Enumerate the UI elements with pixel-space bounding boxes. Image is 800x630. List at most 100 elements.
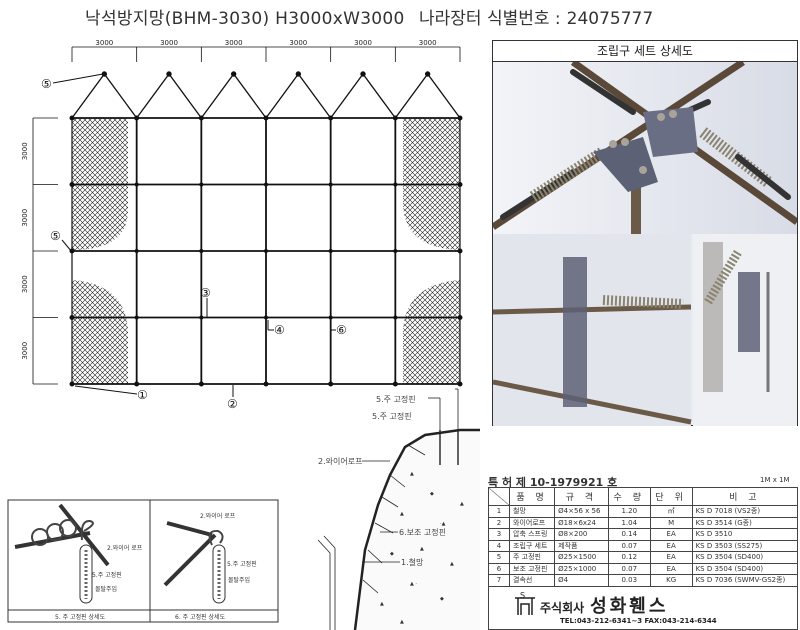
svg-text:◆: ◆ (390, 551, 394, 557)
company-logo-icon: S (515, 591, 535, 615)
pin-details: 2.와이어 로프 5.주 고정핀 몰탈주입 5. 주 고정핀 상세도 2.와이어… (7, 499, 279, 623)
item-qty: 1.20 (607, 505, 651, 518)
svg-text:▲: ▲ (460, 501, 464, 507)
node-clamp (134, 315, 139, 320)
anchor-pin (230, 71, 237, 77)
label-mesh: 1.철망 (401, 557, 424, 567)
item-unit: ㎡ (649, 505, 693, 518)
node-clamp (69, 315, 75, 320)
node-clamp (328, 182, 333, 187)
d5-wire-rope: 2.와이어 로프 (107, 544, 143, 552)
item-spec: Ø8×200 (554, 528, 609, 541)
item-note: KS D 3510 (691, 528, 799, 541)
item-name: 결속선 (508, 574, 556, 587)
svg-text:◆: ◆ (440, 596, 444, 602)
drawing-title: 낙석방지망(BHM-3030) H3000xW3000 (85, 9, 405, 29)
svg-text:▲: ▲ (420, 546, 424, 552)
anchor-pin (166, 71, 172, 77)
header-unit: 단 위 (649, 487, 693, 506)
company-name-main: 성화휀스 (590, 596, 669, 617)
ident-label: 나라장터 식별번호 : (419, 9, 561, 29)
header-qty: 수 량 (607, 487, 651, 506)
label-main-pin-1: 5.주 고정핀 (376, 394, 416, 404)
header-name: 품 명 (508, 487, 556, 506)
row-dimension-label: 3000 (21, 142, 29, 160)
node-clamp (199, 182, 204, 187)
item-unit: EA (649, 562, 693, 575)
svg-text:▲: ▲ (400, 511, 404, 517)
header-note: 비 고 (691, 487, 799, 506)
node-clamp (457, 315, 463, 320)
node-clamp (69, 248, 75, 254)
node-clamp (457, 248, 463, 254)
ident-number: 24075777 (566, 9, 654, 29)
slope-section-drawing: ▲◆▲·▲▲◆▲▲ ·▲◆▲▲ 5.주 고정핀 5.주 고정핀 2.와이어로프 … (317, 388, 480, 630)
item-spec: Ø18×6x24 (554, 516, 609, 529)
item-name: 보조 고정핀 (508, 562, 556, 575)
item-unit: EA (649, 539, 693, 552)
item-spec: Ø4×56 x 56 (554, 505, 609, 518)
node-clamp (393, 315, 398, 320)
anchor-triangle-rope (394, 72, 461, 119)
node-clamp (199, 249, 204, 253)
item-spec: Ø25×1500 (554, 551, 609, 564)
svg-text:◆: ◆ (430, 491, 434, 497)
node-clamp (264, 315, 268, 320)
svg-text:▲: ▲ (400, 619, 404, 625)
d6-grout: 몰탈주입 (228, 576, 250, 584)
item-name: 조립구 세트 (508, 539, 556, 552)
header-corner (488, 487, 510, 506)
item-name: 와이어로프 (508, 516, 556, 529)
node-clamp (393, 182, 398, 187)
row-no: 5 (488, 551, 510, 564)
item-qty: 0.14 (607, 528, 651, 541)
identification-number: 나라장터 식별번호 :24075777 (413, 4, 653, 29)
d6-wire-rope: 2.와이어 로프 (200, 512, 236, 520)
detail-6-illustration (163, 521, 226, 604)
anchor-pin (424, 71, 431, 77)
header-spec: 규 격 (554, 487, 609, 506)
row-no: 4 (488, 539, 510, 552)
item-spec: 제작품 (554, 539, 609, 552)
row-dimension-label: 3000 (21, 209, 29, 227)
node-clamp (69, 115, 75, 121)
svg-text:▲: ▲ (380, 601, 384, 607)
spec-header-row: 품 명 규 격 수 량 단 위 비 고 (488, 487, 799, 506)
node-clamp (199, 315, 204, 320)
node-clamp (198, 115, 204, 121)
node-clamp (328, 249, 333, 253)
row-no: 1 (488, 505, 510, 518)
node-clamp (264, 182, 268, 187)
node-clamp (457, 381, 463, 387)
item-qty: 0.07 (607, 562, 651, 575)
label-main-pin-2: 5.주 고정핀 (372, 411, 412, 421)
label-wire-rope: 2.와이어로프 (318, 456, 362, 466)
d6-caption: 6. 주 고정핀 상세도 (175, 613, 226, 621)
d5-caption: 5. 주 고정핀 상세도 (55, 613, 106, 621)
d5-grout: 몰탈주입 (95, 585, 117, 593)
company-contact: TEL:043-212-6341~3 FAX:043-214-6344 (560, 617, 717, 625)
node-clamp (264, 249, 268, 253)
row-no: 3 (488, 528, 510, 541)
node-clamp (328, 381, 334, 387)
anchor-triangle-rope (330, 72, 396, 119)
item-unit: M (649, 516, 693, 529)
col-dimension-label: 3000 (289, 39, 307, 47)
node-clamp (263, 115, 269, 121)
node-clamp (69, 381, 75, 387)
item-qty: 1.04 (607, 516, 651, 529)
assembly-set-detail-panel: 조립구 세트 상세도 (491, 40, 800, 426)
svg-text:▲: ▲ (450, 561, 454, 567)
d6-main-pin: 5.주 고정핀 (227, 560, 257, 568)
callouts: ⑤ ⑤ ③ ④ ⑥ ① ② (41, 73, 347, 411)
node-clamp (392, 381, 398, 387)
item-note: KS D 7036 (SWMV-GS2종) (691, 574, 799, 587)
